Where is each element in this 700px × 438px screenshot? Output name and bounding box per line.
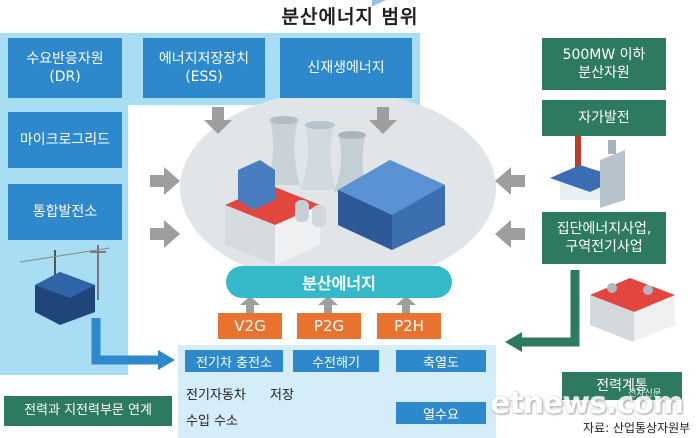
ess-box: 에너지저장장치 (ESS) <box>143 38 265 98</box>
p2h-box: P2H <box>377 313 441 339</box>
under-500mw-box: 500MW 이하 분산자원 <box>542 38 666 90</box>
imported-hydrogen-text: 수입 수소 <box>186 414 238 429</box>
vpp-box: 통합발전소 <box>8 184 122 240</box>
microgrid-box: 마이크로그리드 <box>8 112 122 168</box>
district-building-illustration <box>590 278 675 342</box>
page-title: 분산에너지 범위 <box>281 6 419 28</box>
heat-demand-box: 열수요 <box>396 402 486 424</box>
v2g-box: V2G <box>218 313 282 339</box>
watermark-small: 전자신문 <box>628 389 662 399</box>
distributed-energy-pill: 분산에너지 <box>226 266 452 298</box>
ev-charging-box: 전기차 충전소 <box>185 350 283 372</box>
left-arrows <box>150 167 180 248</box>
right-arrows <box>495 167 525 248</box>
self-generation-box: 자가발전 <box>542 100 666 136</box>
dr-box: 수요반응자원 (DR) <box>8 38 122 98</box>
p2g-box: P2G <box>297 313 361 339</box>
district-energy-box: 집단에너지사업, 구역전기사업 <box>542 212 666 264</box>
up-arrows <box>240 296 416 313</box>
power-plant-illustration <box>225 0 445 265</box>
electrolyzer-box: 수전해기 <box>293 350 379 372</box>
storage-text: 저장 <box>270 388 294 403</box>
factory-illustration <box>550 125 625 208</box>
top-arrows <box>204 107 397 134</box>
renewable-box: 신재생에너지 <box>280 38 412 98</box>
house-illustration <box>19 245 111 325</box>
source-credit: 자료: 산업통상자원부 <box>583 421 691 435</box>
linkage-label: 전력과 지전력부문 연계 <box>4 396 172 426</box>
watermark-logo: etnews.com <box>490 386 684 421</box>
power-grid-box: 전력계통 <box>562 372 682 400</box>
heat-storage-box: 축열도 <box>396 350 486 372</box>
electric-vehicle-text: 전기자동차 <box>186 388 246 403</box>
